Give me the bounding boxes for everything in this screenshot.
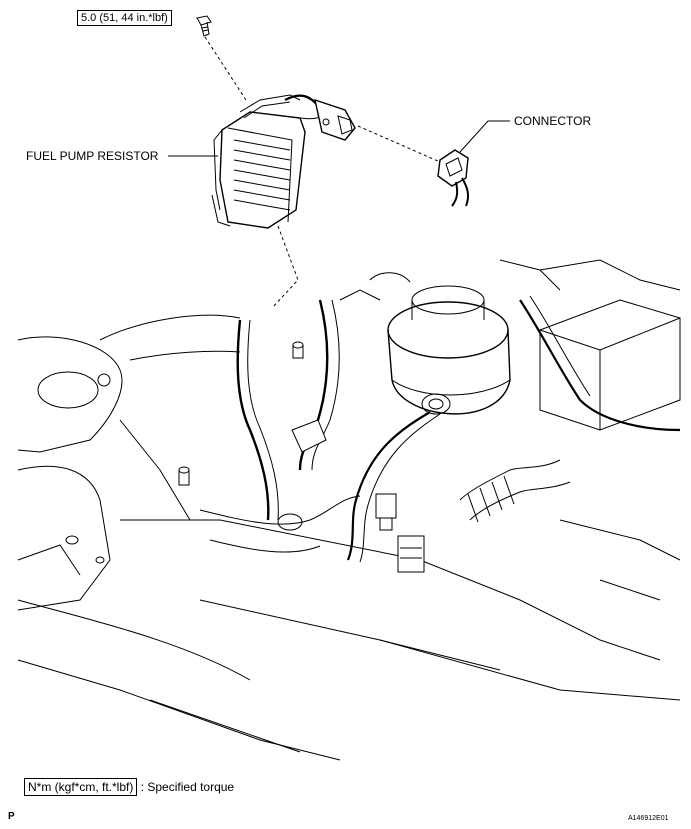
legend-description: : Specified torque xyxy=(140,780,235,794)
figure-id: A146912E01 xyxy=(628,815,669,822)
mount-guide-line xyxy=(271,225,299,309)
torque-legend: N*m (kgf*cm, ft.*lbf) : Specified torque xyxy=(24,778,234,796)
legend-unit-box: N*m (kgf*cm, ft.*lbf) xyxy=(24,778,138,796)
torque-spec-label: 5.0 (51, 44 in.*lbf) xyxy=(77,10,172,26)
engine-bay xyxy=(17,259,681,761)
connector-leader-line xyxy=(459,120,510,153)
bolt-icon xyxy=(196,15,212,37)
connector-label: CONNECTOR xyxy=(514,114,592,128)
connector-part xyxy=(437,149,470,207)
fuel-pump-resistor-label: FUEL PUMP RESISTOR xyxy=(26,149,159,163)
resistor-part xyxy=(211,94,356,229)
page-mark: P xyxy=(8,811,15,822)
bolt-guide-line xyxy=(204,36,247,101)
connector-guide-line xyxy=(357,125,441,163)
